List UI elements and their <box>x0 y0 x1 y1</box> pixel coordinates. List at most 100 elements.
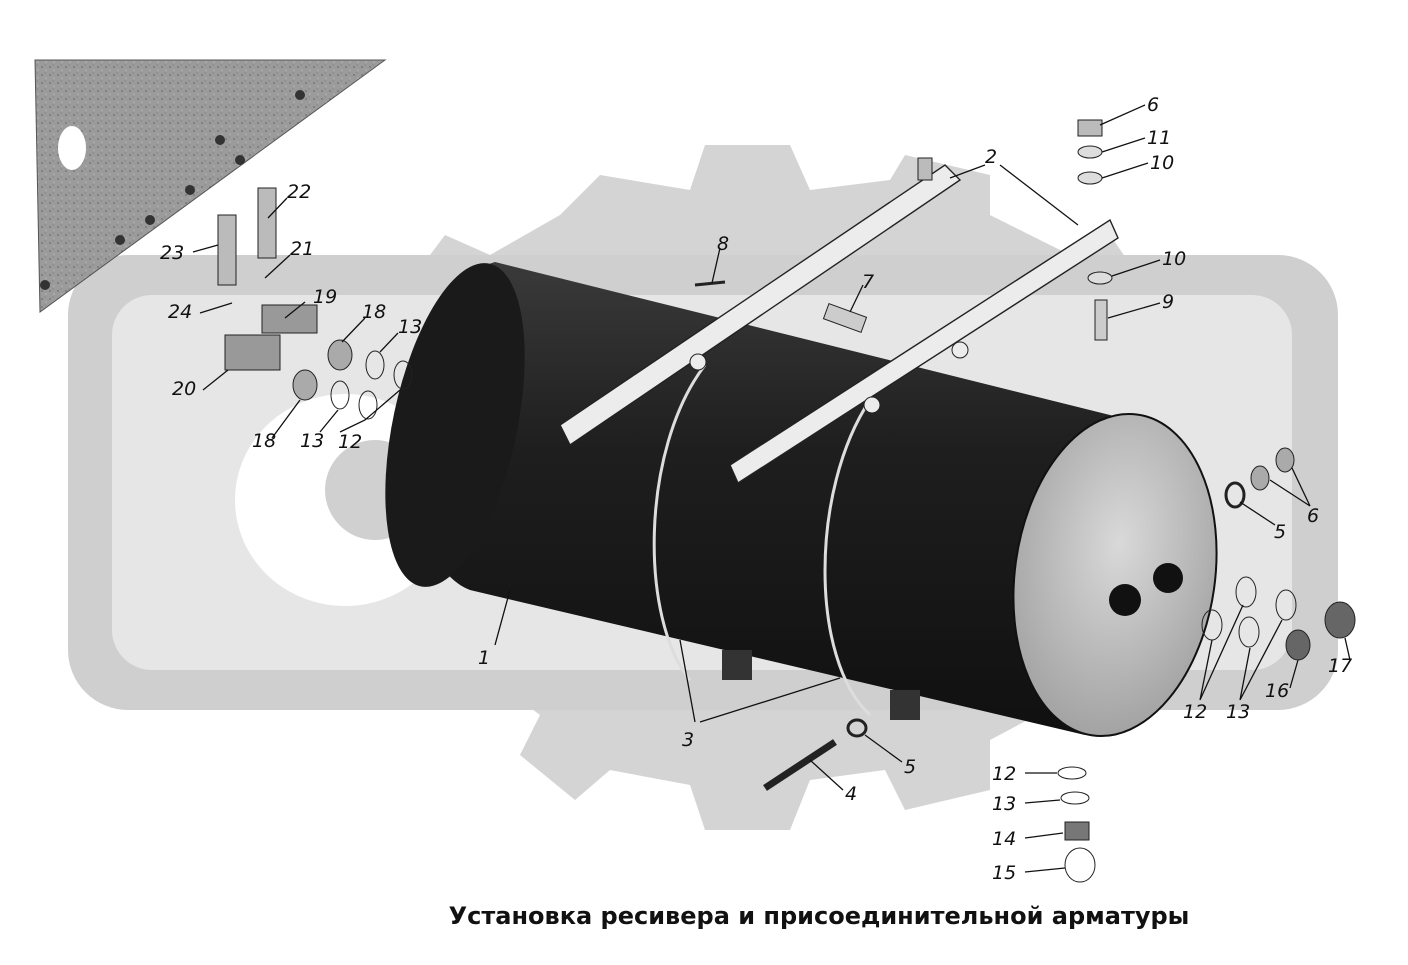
leader-13a <box>379 332 399 353</box>
callout-18a: 18 <box>362 301 386 323</box>
bolt-9 <box>1094 299 1108 341</box>
plug-17 <box>1324 601 1356 639</box>
leader-6a <box>1099 104 1146 126</box>
frame-plate-hole <box>58 126 86 170</box>
nut-6 <box>1250 465 1270 491</box>
frame-plate <box>34 59 387 313</box>
leader-lines <box>192 104 1351 873</box>
frame-plate-body <box>34 59 387 313</box>
leader-12b <box>1199 604 1244 701</box>
washer-12 <box>1275 589 1297 621</box>
callout-7: 7 <box>862 271 874 293</box>
washer-13 <box>365 350 385 380</box>
washer-13 <box>1238 616 1260 648</box>
leader-18a <box>341 317 366 343</box>
callout-6a: 6 <box>1147 94 1159 116</box>
frame-plate-bolt-hole <box>235 155 245 165</box>
bracket-front <box>559 164 962 447</box>
bracket-rear <box>729 218 1119 485</box>
callout-4: 4 <box>845 783 857 805</box>
leader-19 <box>284 301 306 319</box>
tank-foot-front <box>722 650 752 680</box>
leader-16 <box>1289 659 1299 689</box>
callout-11: 11 <box>1147 127 1171 149</box>
washer-10 <box>1077 171 1103 185</box>
leader-21 <box>264 254 291 279</box>
callout-19: 19 <box>313 286 337 308</box>
nut-18 <box>292 369 318 401</box>
frame-plate-bolt-hole <box>115 235 125 245</box>
tank-port-left <box>1109 584 1141 616</box>
band-clamp-rear <box>823 399 872 717</box>
callout-22: 22 <box>287 181 311 203</box>
callout-9: 9 <box>1162 291 1174 313</box>
bracket-pin <box>951 341 969 359</box>
band-clamp-front <box>652 364 707 681</box>
washer-5 <box>1224 481 1246 509</box>
nut-18 <box>327 339 353 371</box>
leader-20 <box>202 369 229 391</box>
nut-6 <box>1077 119 1103 137</box>
cotter-pin-8 <box>694 280 726 287</box>
washer-13 <box>1235 576 1257 608</box>
leader-15 <box>1024 867 1066 873</box>
callout-12c: 12 <box>992 763 1016 785</box>
leader-8 <box>711 247 721 284</box>
callout-6b: 6 <box>1307 505 1319 527</box>
callout-12b: 12 <box>1183 701 1207 723</box>
leader-22 <box>267 197 288 219</box>
callout-21: 21 <box>290 238 314 260</box>
callout-13b: 13 <box>300 430 324 452</box>
frame-plate-bolt-hole <box>295 90 305 100</box>
callout-3: 3 <box>682 729 694 751</box>
leader-13b <box>319 409 339 433</box>
callout-13d: 13 <box>992 793 1016 815</box>
washer-10 <box>1087 271 1113 285</box>
frame-plate-bolt-hole <box>215 135 225 145</box>
frame-plate-bolt-hole <box>145 215 155 225</box>
callout-12a: 12 <box>338 431 362 453</box>
callout-13c: 13 <box>1226 701 1250 723</box>
leader-24 <box>199 302 233 314</box>
callout-5b: 5 <box>1274 521 1286 543</box>
tank-end-cap <box>1012 412 1218 738</box>
leader-13d <box>1024 799 1061 804</box>
nut-6 <box>1275 447 1295 473</box>
leader-12a <box>339 389 401 433</box>
callout-14: 14 <box>992 828 1016 850</box>
pipe-fitting-22 <box>257 187 277 259</box>
washer-11 <box>1077 145 1103 159</box>
bolt-4 <box>763 739 837 791</box>
bracket-pin <box>689 353 707 371</box>
callout-10a: 10 <box>1150 152 1174 174</box>
callout-labels: 1 2 3 4 5 5 6 6 7 8 9 10 10 11 12 12 12 … <box>160 94 1352 884</box>
leader-17 <box>1344 637 1351 661</box>
callout-24: 24 <box>168 301 192 323</box>
callout-13a: 13 <box>398 316 422 338</box>
tank-foot-rear <box>890 690 920 720</box>
elbow-fitting-19 <box>261 304 318 334</box>
leader-6b <box>1269 467 1311 507</box>
leader-13c <box>1239 619 1283 701</box>
callout-5a: 5 <box>904 756 916 778</box>
drain-plug-14 <box>1064 821 1090 841</box>
fittings-parts <box>217 119 1356 883</box>
pin-7 <box>822 303 868 333</box>
callout-1: 1 <box>478 647 490 669</box>
callout-17: 17 <box>1328 655 1352 677</box>
leader-5b <box>1239 501 1276 526</box>
frame-plate-bolt-hole <box>40 280 50 290</box>
leader-7 <box>849 284 864 313</box>
callout-10b: 10 <box>1162 248 1186 270</box>
plug-16 <box>1285 629 1311 661</box>
callout-2: 2 <box>985 146 997 168</box>
washer-13 <box>330 380 350 410</box>
bracket-pin <box>863 396 881 414</box>
callout-18b: 18 <box>252 430 276 452</box>
callout-8: 8 <box>717 233 729 255</box>
pipe-fitting-23 <box>217 214 237 286</box>
leader-1 <box>494 589 511 646</box>
washer-12 <box>358 390 378 420</box>
frame-plate-bolt-hole <box>185 185 195 195</box>
